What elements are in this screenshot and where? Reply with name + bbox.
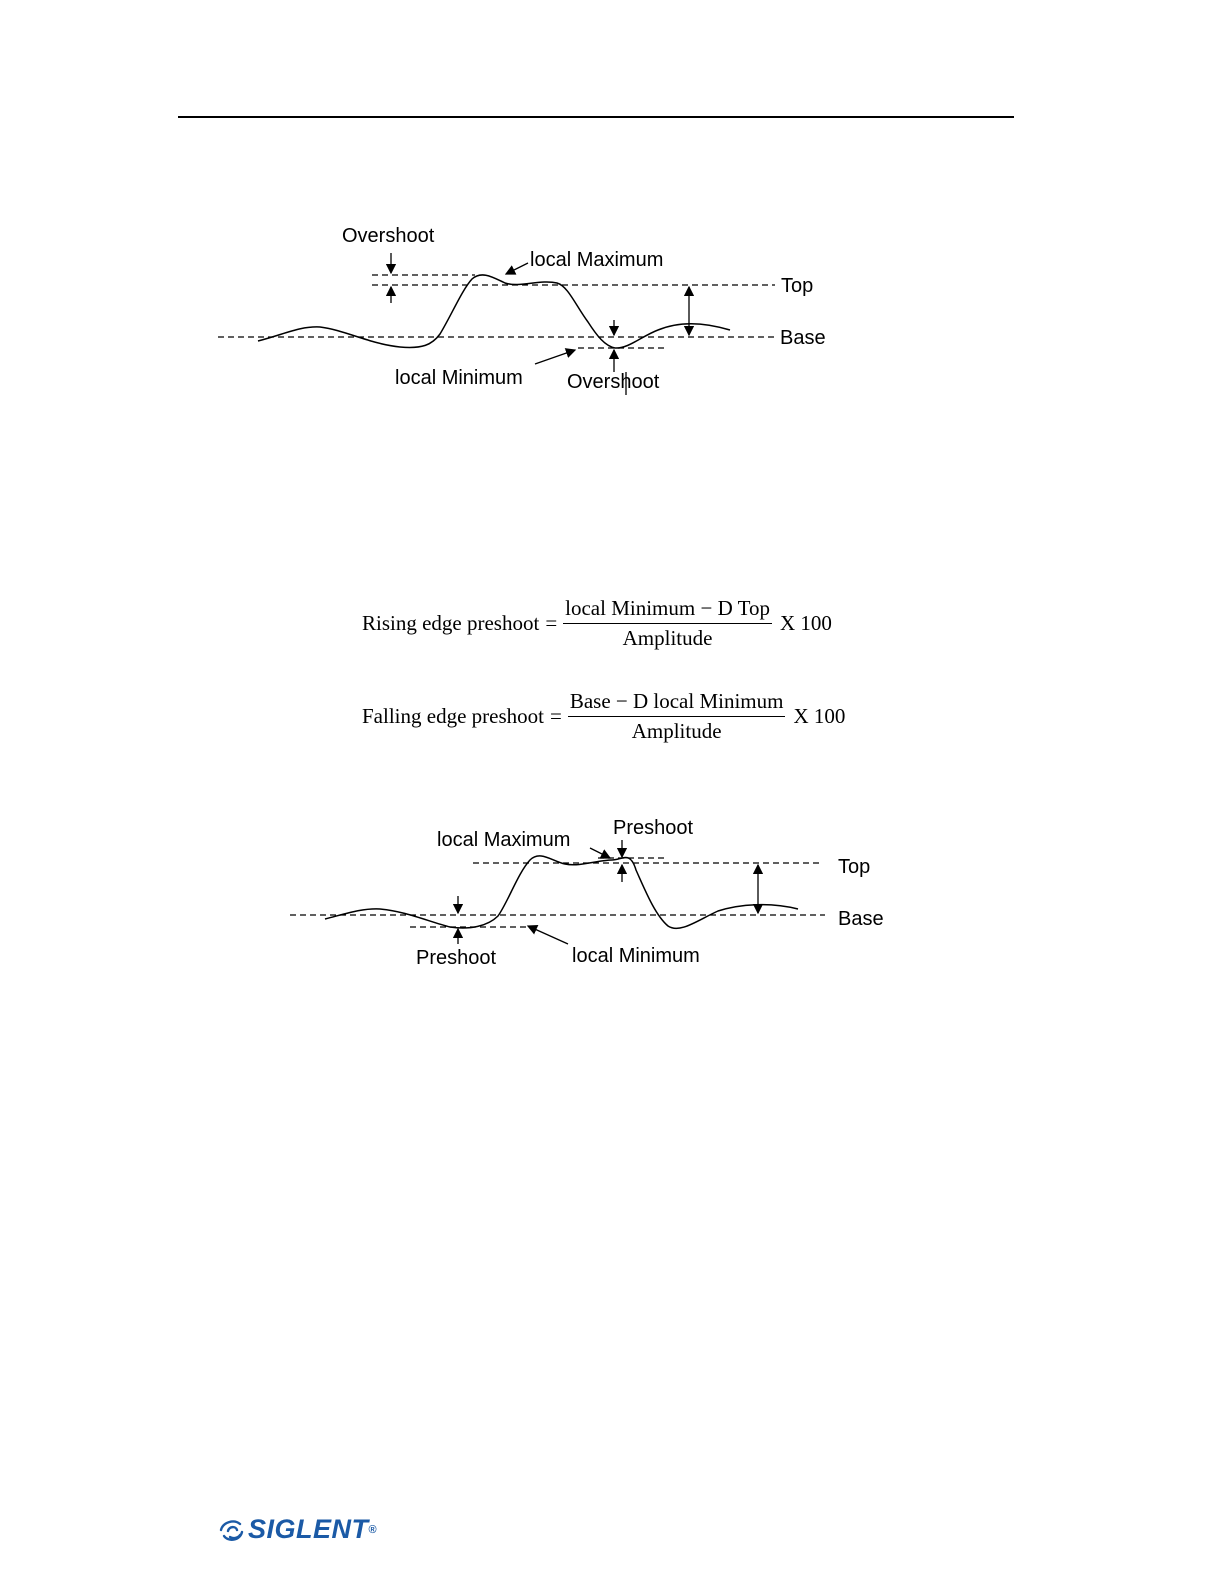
logo-wordmark: SIGLENT: [248, 1514, 369, 1545]
label-preshoot-top: Preshoot: [613, 817, 693, 839]
registered-mark: ®: [369, 1524, 377, 1536]
local-min-arrow: [528, 926, 568, 944]
label-preshoot-bottom: Preshoot: [416, 947, 496, 969]
label-base: Base: [838, 908, 884, 930]
label-local-maximum: local Maximum: [437, 829, 570, 851]
siglent-logo: SIGLENT ®: [218, 1514, 377, 1545]
waveform-trace: [325, 856, 798, 928]
siglent-swirl-icon: [218, 1516, 248, 1544]
label-local-minimum: local Minimum: [572, 945, 700, 967]
local-max-arrow: [590, 848, 610, 858]
preshoot-diagram: local Maximum Preshoot Top Base Preshoot…: [0, 0, 1225, 1000]
label-top: Top: [838, 856, 870, 878]
